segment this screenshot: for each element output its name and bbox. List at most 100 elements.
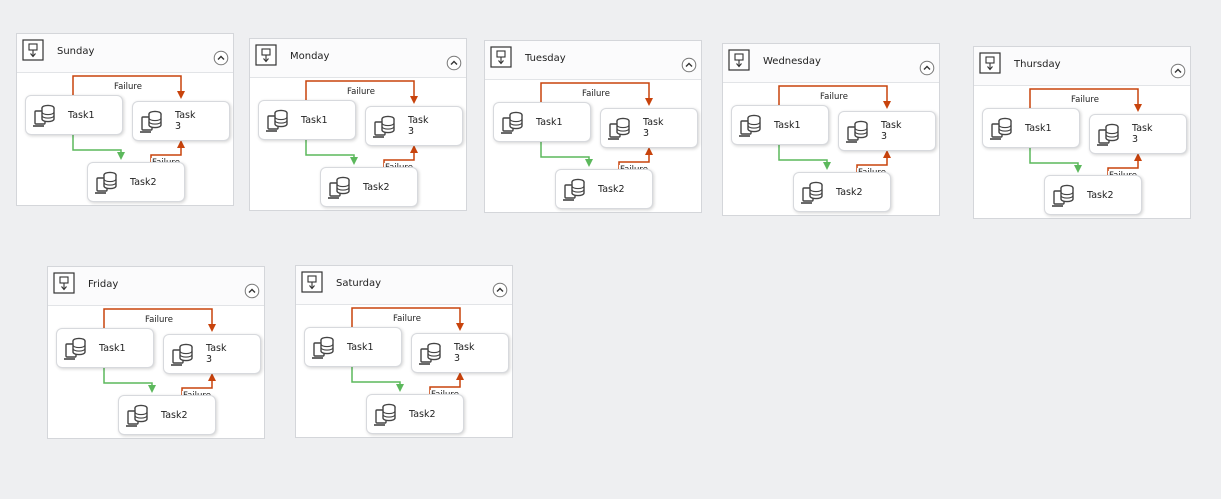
sequence-container-wednesday[interactable]: Wednesday Failure Failure Task1 bbox=[722, 43, 940, 216]
task1-label: Task1 bbox=[774, 120, 801, 131]
sequence-container-icon bbox=[728, 49, 750, 71]
execute-sql-task-icon bbox=[739, 114, 761, 137]
task3-box[interactable]: Task 3 bbox=[411, 333, 509, 373]
failure-label: Failure bbox=[819, 92, 849, 102]
failure-label: Failure bbox=[581, 89, 611, 99]
task2-box[interactable]: Task2 bbox=[366, 394, 464, 434]
task3-box[interactable]: Task 3 bbox=[365, 106, 463, 146]
container-header[interactable]: Saturday bbox=[296, 266, 512, 305]
execute-sql-task-icon bbox=[1097, 123, 1119, 146]
collapse-chevron-icon[interactable] bbox=[681, 57, 697, 73]
task2-label: Task2 bbox=[598, 184, 625, 195]
task1-label: Task1 bbox=[347, 342, 374, 353]
sequence-container-icon bbox=[53, 272, 75, 294]
task1-box[interactable]: Task1 bbox=[731, 105, 829, 145]
execute-sql-task-icon bbox=[312, 336, 334, 359]
task1-box[interactable]: Task1 bbox=[982, 108, 1080, 148]
container-header[interactable]: Sunday bbox=[17, 34, 233, 73]
task2-box[interactable]: Task2 bbox=[87, 162, 185, 202]
success-constraint-task1-task2[interactable] bbox=[305, 140, 358, 165]
task1-label: Task1 bbox=[68, 110, 95, 121]
execute-sql-task-icon bbox=[33, 104, 55, 127]
container-header[interactable]: Tuesday bbox=[485, 41, 701, 80]
sequence-container-thursday[interactable]: Thursday Failure Failure Task1 bbox=[973, 46, 1191, 219]
task3-label: Task 3 bbox=[206, 343, 227, 365]
task3-label: Task 3 bbox=[881, 120, 902, 142]
task3-box[interactable]: Task 3 bbox=[163, 334, 261, 374]
container-title: Saturday bbox=[336, 278, 382, 289]
execute-sql-task-icon bbox=[140, 110, 162, 133]
task2-label: Task2 bbox=[161, 410, 188, 421]
success-constraint-task1-task2[interactable] bbox=[72, 135, 125, 160]
execute-sql-task-icon bbox=[64, 337, 86, 360]
success-constraint-task1-task2[interactable] bbox=[351, 367, 404, 392]
task1-box[interactable]: Task1 bbox=[56, 328, 154, 368]
sequence-container-saturday[interactable]: Saturday Failure Failure Task1 bbox=[295, 265, 513, 438]
task3-label: Task 3 bbox=[643, 117, 664, 139]
container-header[interactable]: Friday bbox=[48, 267, 264, 306]
task3-label: Task 3 bbox=[1132, 123, 1153, 145]
execute-sql-task-icon bbox=[126, 404, 148, 427]
collapse-chevron-icon[interactable] bbox=[492, 282, 508, 298]
task2-label: Task2 bbox=[409, 409, 436, 420]
success-constraint-task1-task2[interactable] bbox=[1029, 148, 1082, 173]
success-constraint-task1-task2[interactable] bbox=[103, 368, 156, 393]
container-header[interactable]: Thursday bbox=[974, 47, 1190, 86]
execute-sql-task-icon bbox=[801, 181, 823, 204]
container-title: Thursday bbox=[1014, 59, 1061, 70]
container-title: Friday bbox=[88, 279, 119, 290]
sequence-container-icon bbox=[255, 44, 277, 66]
task2-box[interactable]: Task2 bbox=[793, 172, 891, 212]
container-title: Wednesday bbox=[763, 56, 821, 67]
task2-box[interactable]: Task2 bbox=[320, 167, 418, 207]
task3-label: Task 3 bbox=[454, 342, 475, 364]
execute-sql-task-icon bbox=[171, 343, 193, 366]
sequence-container-icon bbox=[490, 46, 512, 68]
task1-box[interactable]: Task1 bbox=[304, 327, 402, 367]
execute-sql-task-icon bbox=[95, 171, 117, 194]
task2-label: Task2 bbox=[836, 187, 863, 198]
task3-box[interactable]: Task 3 bbox=[1089, 114, 1187, 154]
sequence-container-tuesday[interactable]: Tuesday Failure Failure Task1 bbox=[484, 40, 702, 213]
task1-box[interactable]: Task1 bbox=[493, 102, 591, 142]
sequence-container-friday[interactable]: Friday Failure Failure Task1 bbox=[47, 266, 265, 439]
execute-sql-task-icon bbox=[501, 111, 523, 134]
task3-box[interactable]: Task 3 bbox=[838, 111, 936, 151]
task3-box[interactable]: Task 3 bbox=[600, 108, 698, 148]
container-title: Sunday bbox=[57, 46, 95, 57]
success-constraint-task1-task2[interactable] bbox=[540, 142, 593, 167]
task2-box[interactable]: Task2 bbox=[1044, 175, 1142, 215]
sequence-container-sunday[interactable]: Sunday Failure Failure Task1 bbox=[16, 33, 234, 206]
task1-label: Task1 bbox=[301, 115, 328, 126]
collapse-chevron-icon[interactable] bbox=[446, 55, 462, 71]
task2-label: Task2 bbox=[130, 177, 157, 188]
collapse-chevron-icon[interactable] bbox=[213, 50, 229, 66]
task2-box[interactable]: Task2 bbox=[555, 169, 653, 209]
task1-box[interactable]: Task1 bbox=[258, 100, 356, 140]
task1-label: Task1 bbox=[99, 343, 126, 354]
task1-box[interactable]: Task1 bbox=[25, 95, 123, 135]
task2-label: Task2 bbox=[1087, 190, 1114, 201]
task1-label: Task1 bbox=[536, 117, 563, 128]
execute-sql-task-icon bbox=[374, 403, 396, 426]
sequence-container-icon bbox=[22, 39, 44, 61]
execute-sql-task-icon bbox=[990, 117, 1012, 140]
success-constraint-task1-task2[interactable] bbox=[778, 145, 831, 170]
task3-label: Task 3 bbox=[175, 110, 196, 132]
sequence-container-monday[interactable]: Monday Failure Failure Task1 bbox=[249, 38, 467, 211]
execute-sql-task-icon bbox=[373, 115, 395, 138]
task2-label: Task2 bbox=[363, 182, 390, 193]
failure-label: Failure bbox=[392, 314, 422, 324]
execute-sql-task-icon bbox=[563, 178, 585, 201]
execute-sql-task-icon bbox=[846, 120, 868, 143]
container-header[interactable]: Monday bbox=[250, 39, 466, 78]
task2-box[interactable]: Task2 bbox=[118, 395, 216, 435]
collapse-chevron-icon[interactable] bbox=[1170, 63, 1186, 79]
collapse-chevron-icon[interactable] bbox=[919, 60, 935, 76]
container-header[interactable]: Wednesday bbox=[723, 44, 939, 83]
failure-label: Failure bbox=[1070, 95, 1100, 105]
execute-sql-task-icon bbox=[419, 342, 441, 365]
task3-box[interactable]: Task 3 bbox=[132, 101, 230, 141]
sequence-container-icon bbox=[301, 271, 323, 293]
collapse-chevron-icon[interactable] bbox=[244, 283, 260, 299]
